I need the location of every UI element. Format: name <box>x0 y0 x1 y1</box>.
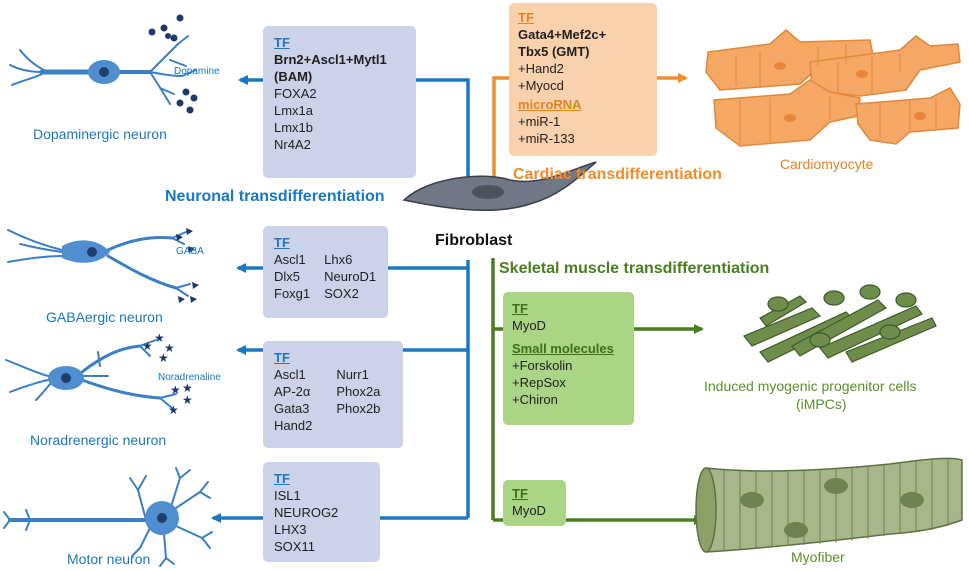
noradrenergic-label: Noradrenergic neuron <box>30 432 167 448</box>
tf-item: Hand2 <box>274 418 313 433</box>
bam-tf-header: TF <box>274 35 290 50</box>
tf-item: Lmx1b <box>274 120 314 135</box>
gabaergic-nucleus <box>87 247 97 257</box>
cardiac-section-title: Cardiac transdifferentiation <box>513 166 722 183</box>
dopamine-label: Dopamine <box>174 66 220 77</box>
gmt-factors: Gata4+Mef2c+ <box>518 27 607 42</box>
dopaminergic-neuron-drawing <box>9 35 197 105</box>
motor-tf-box: TF ISL1 NEUROG2 LHX3 SOX11 <box>263 462 380 562</box>
bam-abbrev: (BAM) <box>274 69 313 84</box>
cardiomyocyte-striations <box>735 44 937 144</box>
impc-drawing <box>743 284 937 363</box>
small-molecules-header: Small molecules <box>512 341 614 356</box>
gaba-tf-columns: Ascl1 Dlx5 Foxg1 Lhx6 NeuroD1 SOX2 <box>274 251 388 302</box>
cardiomyocyte-nuclei <box>774 62 926 122</box>
tf-item: MyoD <box>512 503 546 518</box>
gaba-label: GABA <box>176 246 204 257</box>
svg-text:★: ★ <box>182 381 193 395</box>
cardiomyocyte-label: Cardiomyocyte <box>780 156 874 172</box>
microrna-item: +miR-1 <box>518 114 561 129</box>
noradrenergic-nucleus <box>61 373 71 383</box>
tf-item: Foxg1 <box>274 286 311 301</box>
gabaergic-neuron-drawing <box>7 229 191 297</box>
noradrenaline-stars: ★★★ ★★★ ★★ <box>142 331 193 417</box>
myofiber-drawing <box>695 457 963 553</box>
tf-item: +Hand2 <box>518 61 564 76</box>
cardiac-tf-header: TF <box>518 10 534 25</box>
myofiber-tf-box: TF MyoD <box>503 480 566 526</box>
dopaminergic-nucleus <box>99 67 109 77</box>
noradrenergic-tf-columns: Ascl1 AP-2α Gata3 Hand2 Nurr1 Phox2a Pho… <box>274 366 403 434</box>
tf-item: Dlx5 <box>274 269 301 284</box>
gabaergic-soma <box>62 240 110 263</box>
dopaminergic-label: Dopaminergic neuron <box>33 126 167 142</box>
microrna-header: microRNA <box>518 97 582 112</box>
tf-item: SOX11 <box>274 539 315 554</box>
noradrenergic-tf-box: TF Ascl1 AP-2α Gata3 Hand2 Nurr1 Phox2a … <box>263 341 403 448</box>
myofiber-tf-header: TF <box>512 486 528 501</box>
bam-tf-box: TF Brn2+Ascl1+Mytl1 (BAM) FOXA2 Lmx1a Lm… <box>263 26 416 178</box>
fibroblast-label: Fibroblast <box>435 232 513 249</box>
impc-label-line2: (iMPCs) <box>796 396 847 412</box>
tf-item: SOX2 <box>324 286 359 301</box>
myofiber-label: Myofiber <box>791 549 845 565</box>
tf-item: NEUROG2 <box>274 505 339 520</box>
motor-tf-header: TF <box>274 471 290 486</box>
tf-item: ISL1 <box>274 488 301 503</box>
fibroblast-cell <box>402 161 597 211</box>
impc-tf-header: TF <box>512 301 528 316</box>
tf-item: MyoD <box>512 318 546 333</box>
skeletal-section-title: Skeletal muscle transdifferentiation <box>499 260 770 277</box>
svg-text:★: ★ <box>154 331 165 345</box>
tf-item: +Myocd <box>518 78 564 93</box>
impc-label-line1: Induced myogenic progenitor cells <box>704 378 917 394</box>
svg-text:★: ★ <box>170 383 181 397</box>
tf-item: AP-2α <box>274 384 311 399</box>
motor-nucleus <box>157 513 167 523</box>
svg-text:★: ★ <box>182 393 193 407</box>
tf-item: Phox2a <box>336 384 381 399</box>
microrna-item: +miR-133 <box>518 131 575 146</box>
gaba-triangles <box>176 228 199 303</box>
noradrenergic-tf-header: TF <box>274 350 290 365</box>
small-molecule-item: +RepSox <box>512 375 566 390</box>
svg-text:★: ★ <box>158 351 169 365</box>
svg-text:★: ★ <box>168 403 179 417</box>
tf-item: NeuroD1 <box>324 269 377 284</box>
tf-item: Phox2b <box>336 401 381 416</box>
impc-tf-box: TF MyoD Small molecules +Forskolin +RepS… <box>503 292 634 425</box>
tf-item: FOXA2 <box>274 86 317 101</box>
tf-item: Ascl1 <box>274 367 306 382</box>
noradrenaline-label: Noradrenaline <box>158 372 221 383</box>
tf-item: Nurr1 <box>336 367 369 382</box>
tf-item: LHX3 <box>274 522 307 537</box>
motor-label: Motor neuron <box>67 551 151 567</box>
small-molecule-item: +Forskolin <box>512 358 573 373</box>
tf-item: Gata3 <box>274 401 310 416</box>
neuronal-section-title: Neuronal transdifferentiation <box>165 188 385 205</box>
svg-text:★: ★ <box>142 339 153 353</box>
svg-text:★: ★ <box>164 341 175 355</box>
gaba-tf-box: TF Ascl1 Dlx5 Foxg1 Lhx6 NeuroD1 SOX2 <box>263 226 388 318</box>
tf-item: Lmx1a <box>274 103 314 118</box>
bam-factors: Brn2+Ascl1+Mytl1 <box>274 52 387 67</box>
dopamine-dots <box>148 14 198 114</box>
tf-item: Lhx6 <box>324 252 353 267</box>
tf-item: Nr4A2 <box>274 137 311 152</box>
gabaergic-label: GABAergic neuron <box>46 309 163 325</box>
small-molecule-item: +Chiron <box>512 392 558 407</box>
tf-item: Ascl1 <box>274 252 306 267</box>
gmt-abbrev: Tbx5 (GMT) <box>518 44 590 59</box>
gaba-tf-header: TF <box>274 235 290 250</box>
cardiomyocyte-drawing <box>705 29 961 147</box>
cardiac-tf-box: TF Gata4+Mef2c+ Tbx5 (GMT) +Hand2 +Myocd… <box>509 3 657 156</box>
